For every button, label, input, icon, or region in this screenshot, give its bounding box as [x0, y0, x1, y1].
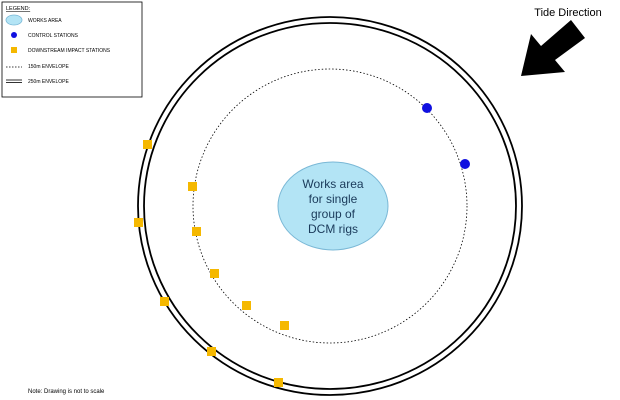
ellipse-icon: [5, 14, 23, 26]
legend: LEGEND: WORKS AREA CONTROL STATIONS DOWN…: [1, 1, 143, 98]
control-station: [460, 159, 470, 169]
arrow-down-left-icon: [521, 20, 585, 76]
legend-item-250m: 250m ENVELOPE: [28, 79, 70, 85]
yellow-square-icon: [11, 47, 17, 53]
impact-station: [274, 378, 283, 387]
works-area-ellipse: [277, 161, 389, 251]
impact-station: [210, 269, 219, 278]
envelope-150m: [192, 68, 468, 344]
impact-station: [160, 297, 169, 306]
legend-item-works-area: WORKS AREA: [28, 18, 62, 24]
works-area: Works area for single group of DCM rigs: [277, 161, 389, 251]
envelope-250m: [137, 16, 523, 396]
impact-stations: [134, 140, 289, 387]
impact-station: [192, 227, 201, 236]
impact-station: [188, 182, 197, 191]
works-area-line-1: Works area: [302, 177, 363, 191]
legend-item-150m: 150m ENVELOPE: [28, 64, 70, 70]
works-area-line-3: group of: [311, 207, 356, 221]
impact-station: [280, 321, 289, 330]
impact-station: [143, 140, 152, 149]
control-station: [422, 103, 432, 113]
legend-item-impact-stations: DOWNSTREAM IMPACT STATIONS: [28, 48, 111, 54]
legend-item-control-stations: CONTROL STATIONS: [28, 33, 79, 39]
impact-station: [207, 347, 216, 356]
envelope-250m-outer: [137, 16, 523, 396]
scale-note: Note: Drawing is not to scale: [28, 389, 105, 395]
legend-box: [1, 1, 143, 98]
legend-title: LEGEND:: [6, 6, 31, 12]
impact-station: [134, 218, 143, 227]
works-area-line-4: DCM rigs: [308, 222, 358, 236]
blue-dot-icon: [11, 32, 17, 38]
envelope-250m-inner: [143, 22, 517, 390]
works-area-line-2: for single: [309, 192, 358, 206]
tide-direction-label: Tide Direction: [534, 7, 601, 19]
control-stations: [422, 103, 470, 169]
impact-station: [242, 301, 251, 310]
